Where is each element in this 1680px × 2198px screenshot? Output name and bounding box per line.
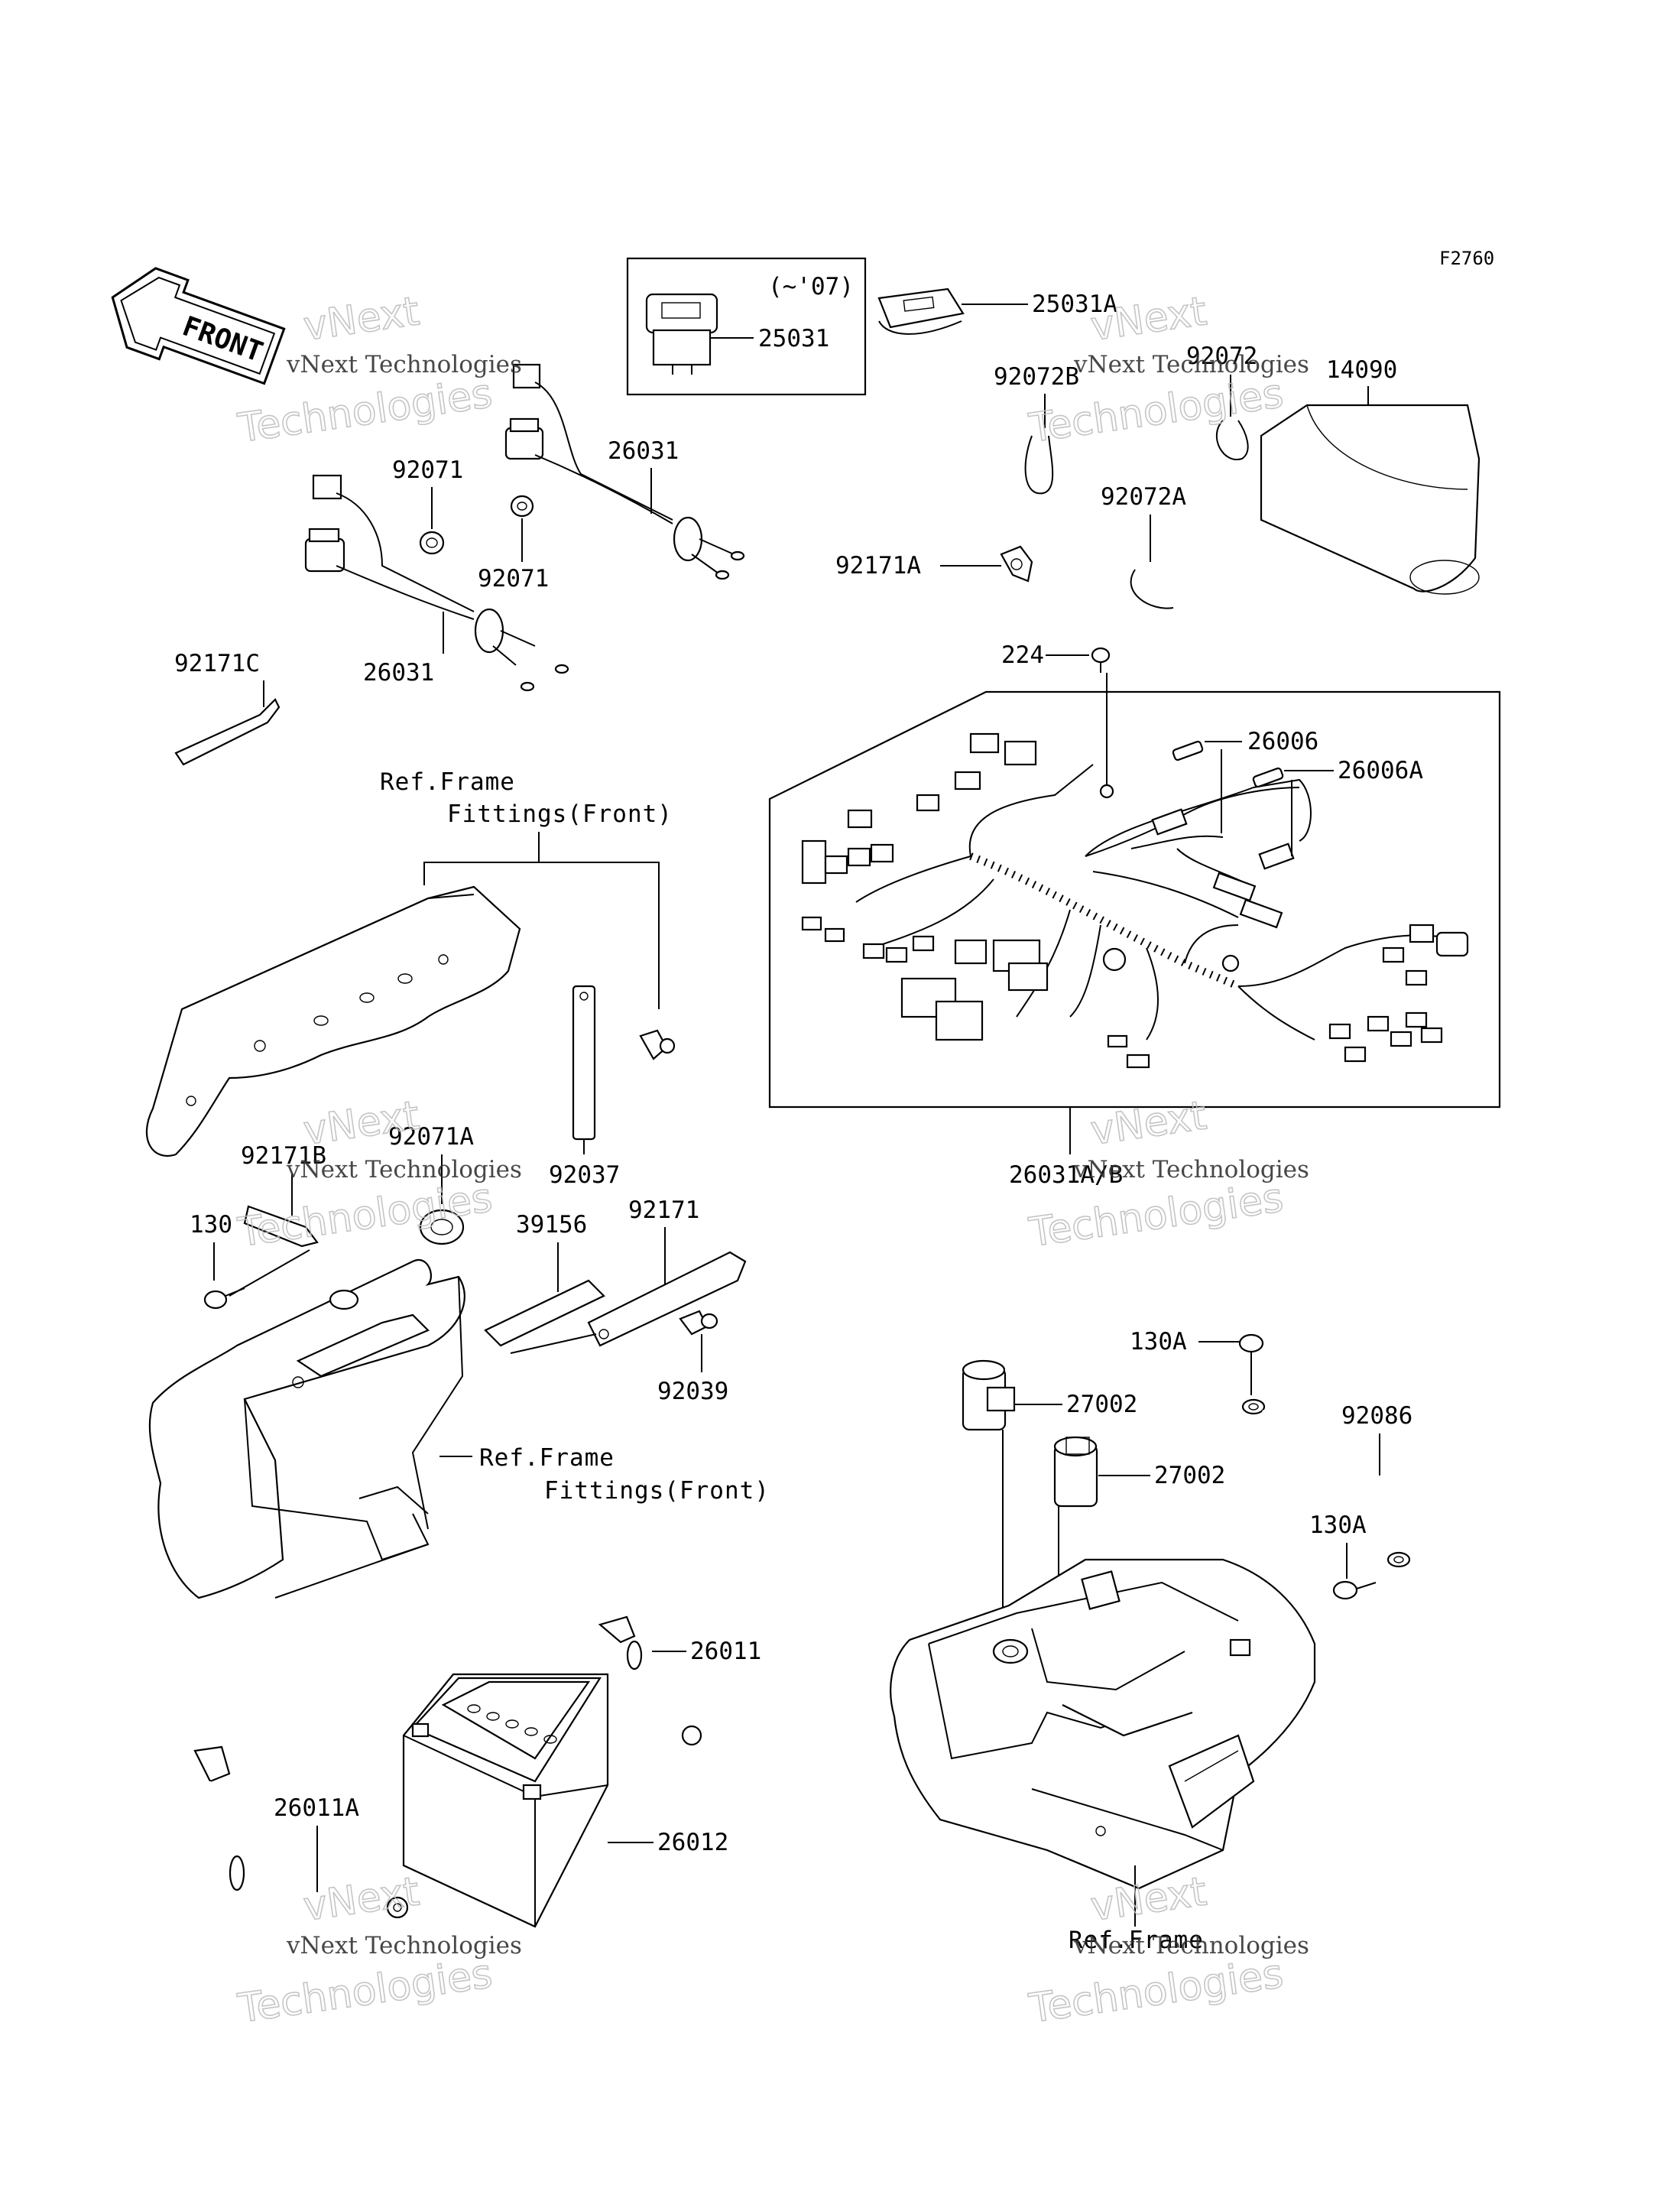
cover-14090	[1260, 404, 1481, 595]
label-224: 224	[1001, 641, 1044, 669]
cable-26011A	[193, 1745, 409, 1920]
label-26031AB: 26031A/B	[1009, 1161, 1123, 1189]
bolt-130A-top	[1238, 1333, 1264, 1368]
hour-meter-a-part	[877, 287, 965, 335]
main-harness-box	[768, 690, 1501, 1109]
watermark-1-top: vNext	[300, 288, 422, 350]
clip-92171C	[174, 698, 281, 766]
label-26012: 26012	[657, 1829, 728, 1856]
label-92171A: 92171A	[835, 552, 921, 580]
watermark-4-small: vNext Technologies	[1073, 1156, 1309, 1183]
label-92171: 92171	[628, 1196, 699, 1224]
inset-box: (~'07)	[626, 257, 867, 396]
figure-code: F2760	[1439, 248, 1494, 269]
frame-bracket-upper	[145, 885, 521, 1157]
label-26031-bottom: 26031	[363, 659, 434, 687]
fuse-26006A	[1252, 767, 1284, 788]
clamp-92072A	[1130, 569, 1174, 609]
watermark-3-small: vNext Technologies	[286, 1156, 522, 1183]
label-92071-top: 92071	[392, 456, 463, 484]
label-26011A: 26011A	[274, 1794, 359, 1822]
ref1-line2: Fittings(Front)	[447, 800, 673, 828]
label-92072B: 92072B	[994, 363, 1079, 391]
switch-harness-top	[504, 363, 745, 580]
label-25031: 25031	[758, 325, 829, 352]
band-92037	[572, 985, 596, 1141]
label-39156: 39156	[516, 1211, 587, 1239]
label-92039: 92039	[657, 1378, 728, 1405]
label-130A-top: 130A	[1130, 1328, 1187, 1355]
label-92171B: 92171B	[241, 1142, 326, 1170]
bolt-130A-bottom	[1332, 1580, 1377, 1600]
pad-39156	[484, 1279, 605, 1347]
label-27002-b: 27002	[1154, 1462, 1225, 1489]
battery-26012	[402, 1673, 609, 1928]
clip-fastener	[639, 1029, 676, 1060]
clip-92039	[679, 1310, 718, 1336]
label-92072A: 92072A	[1101, 483, 1186, 511]
watermark-5-top: vNext	[300, 1868, 422, 1930]
cable-26011	[598, 1615, 730, 1783]
watermark-6-big: Technologies	[1026, 1951, 1286, 2032]
grommet-92071-top	[419, 531, 445, 555]
fuse-26006	[1172, 740, 1204, 761]
bracket-92171	[587, 1251, 747, 1347]
hour-meter-part	[645, 293, 718, 375]
grommet-92071A	[419, 1209, 465, 1245]
label-25031A: 25031A	[1032, 291, 1117, 318]
watermark-1-small: vNext Technologies	[286, 351, 522, 378]
label-92071A: 92071A	[388, 1123, 474, 1151]
front-arrow-icon: FRONT	[111, 267, 286, 385]
watermark-5-small: vNext Technologies	[286, 1932, 522, 1959]
inset-note: (~'07)	[768, 273, 854, 300]
label-130A-bottom: 130A	[1309, 1511, 1367, 1539]
label-26031-top: 26031	[608, 437, 679, 465]
ref2-line2: Fittings(Front)	[544, 1477, 770, 1505]
label-92171C: 92171C	[174, 650, 260, 677]
label-92072: 92072	[1186, 343, 1257, 370]
bolt-224	[1091, 647, 1111, 673]
clamp-92072	[1215, 420, 1249, 461]
watermark-5-big: Technologies	[235, 1951, 495, 2032]
label-14090: 14090	[1326, 356, 1397, 384]
relay-27002-a	[962, 1359, 1016, 1431]
switch-harness-bottom	[304, 474, 569, 692]
cable-92086	[1241, 1398, 1414, 1568]
watermark-6-small: vNext Technologies	[1073, 1932, 1309, 1959]
clamp-92072B	[1024, 435, 1054, 495]
bracket-92171A	[1000, 545, 1033, 583]
label-26006: 26006	[1247, 728, 1318, 755]
ref3-label: Ref.Frame	[1069, 1927, 1204, 1954]
watermark-2-small: vNext Technologies	[1073, 351, 1309, 378]
frame-lower-left	[148, 1258, 465, 1599]
label-92086: 92086	[1341, 1402, 1412, 1430]
ref2-line1: Ref.Frame	[479, 1444, 615, 1472]
label-92071-bottom: 92071	[478, 565, 549, 593]
watermark-1-big: Technologies	[235, 371, 495, 452]
watermark-3-big: Technologies	[235, 1175, 495, 1256]
watermark-4-top: vNext	[1088, 1093, 1209, 1154]
label-26006A: 26006A	[1338, 757, 1423, 784]
label-130: 130	[190, 1211, 232, 1239]
label-26011: 26011	[690, 1638, 761, 1665]
relay-27002-b	[1053, 1436, 1098, 1508]
label-92037: 92037	[549, 1161, 620, 1189]
grommet-92071-bottom	[510, 495, 534, 518]
label-27002-a: 27002	[1066, 1391, 1137, 1418]
clip-92171B	[243, 1205, 319, 1248]
watermark-6-top: vNext	[1088, 1868, 1209, 1930]
frame-lower-right	[890, 1558, 1316, 1890]
ref1-line1: Ref.Frame	[380, 768, 515, 796]
